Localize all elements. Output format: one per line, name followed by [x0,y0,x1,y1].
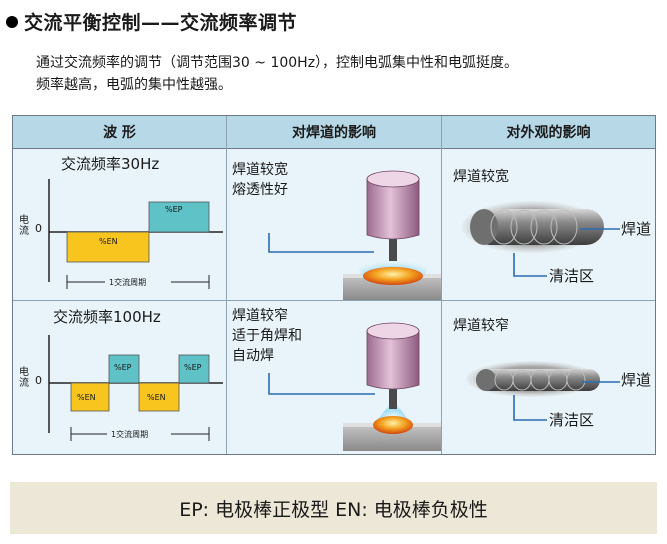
waveform-30hz [48,179,223,289]
freq-label-100hz: 交流频率100Hz [53,308,161,326]
header-waveform: 波 形 [13,116,226,149]
ep-label: %EP [165,205,183,214]
period-label: 1交流周期 [111,430,149,439]
axis-current-label: 电流 [19,367,29,389]
clean-zone-callout-100hz: 清洁区 [549,411,595,429]
ep-block [178,354,210,384]
row-divider [13,300,655,301]
section-heading: 交流平衡控制——交流频率调节 [6,8,297,35]
header-bead-effect: 对焊道的影响 [227,116,441,149]
bead-effect-line: 焊道较窄 [232,308,288,324]
weld-bead-illustration-100hz [466,361,620,421]
bead-effect-line: 焊道较宽 [232,162,288,178]
column-divider [441,116,442,454]
heading-text: 交流平衡控制——交流频率调节 [24,12,298,34]
comparison-table: 波 形 对焊道的影响 对外观的影响 交流频率30Hz %EP %EN 1交流周期… [12,115,656,455]
header-appearance: 对外观的影响 [442,116,655,149]
weld-callout-30hz: 焊道 [621,220,652,238]
bead-effect-line: 适于角焊和 [232,328,302,344]
freq-label-30hz: 交流频率30Hz [61,155,160,173]
ep-block [108,354,140,384]
en-label: %EN [99,237,118,246]
bead-effect-line: 自动焊 [232,348,274,364]
bead-effect-100hz: 焊道较窄 适于角焊和 自动焊 [232,306,302,366]
ep-block [148,201,210,233]
axis-zero-label: 0 [35,222,42,235]
en-block [70,382,110,412]
torch-illustration-100hz [268,322,441,451]
weld-bead-illustration-30hz [462,201,620,277]
appearance-title-30hz: 焊道较宽 [453,169,509,185]
clean-zone-callout-30hz: 清洁区 [549,267,595,285]
appearance-title-100hz: 焊道较窄 [453,318,509,334]
axis-zero-label: 0 [35,374,42,387]
ep-label: %EP [114,363,132,372]
intro-line-2: 频率越高，电弧的集中性越强。 [36,77,232,93]
bead-effect-30hz: 焊道较宽 熔透性好 [232,160,288,200]
bead-effect-line: 熔透性好 [232,182,288,198]
waveform-100hz [48,335,223,441]
intro-text: 通过交流频率的调节（调节范围30 ~ 100Hz），控制电弧集中性和电弧挺度。 … [36,52,661,96]
period-label: 1交流周期 [109,278,147,287]
torch-illustration-30hz [268,170,441,300]
en-label: %EN [147,393,166,402]
axis-current-label: 电流 [19,215,29,237]
en-label: %EN [77,393,96,402]
intro-line-1: 通过交流频率的调节（调节范围30 ~ 100Hz），控制电弧集中性和电弧挺度。 [36,55,519,71]
column-divider [226,116,227,454]
ep-label: %EP [184,363,202,372]
weld-callout-100hz: 焊道 [621,371,652,389]
en-block [138,382,180,412]
legend-footer: EP: 电极棒正极型 EN: 电极棒负极性 [10,482,657,534]
bullet-icon [6,16,18,28]
en-block [66,231,150,263]
